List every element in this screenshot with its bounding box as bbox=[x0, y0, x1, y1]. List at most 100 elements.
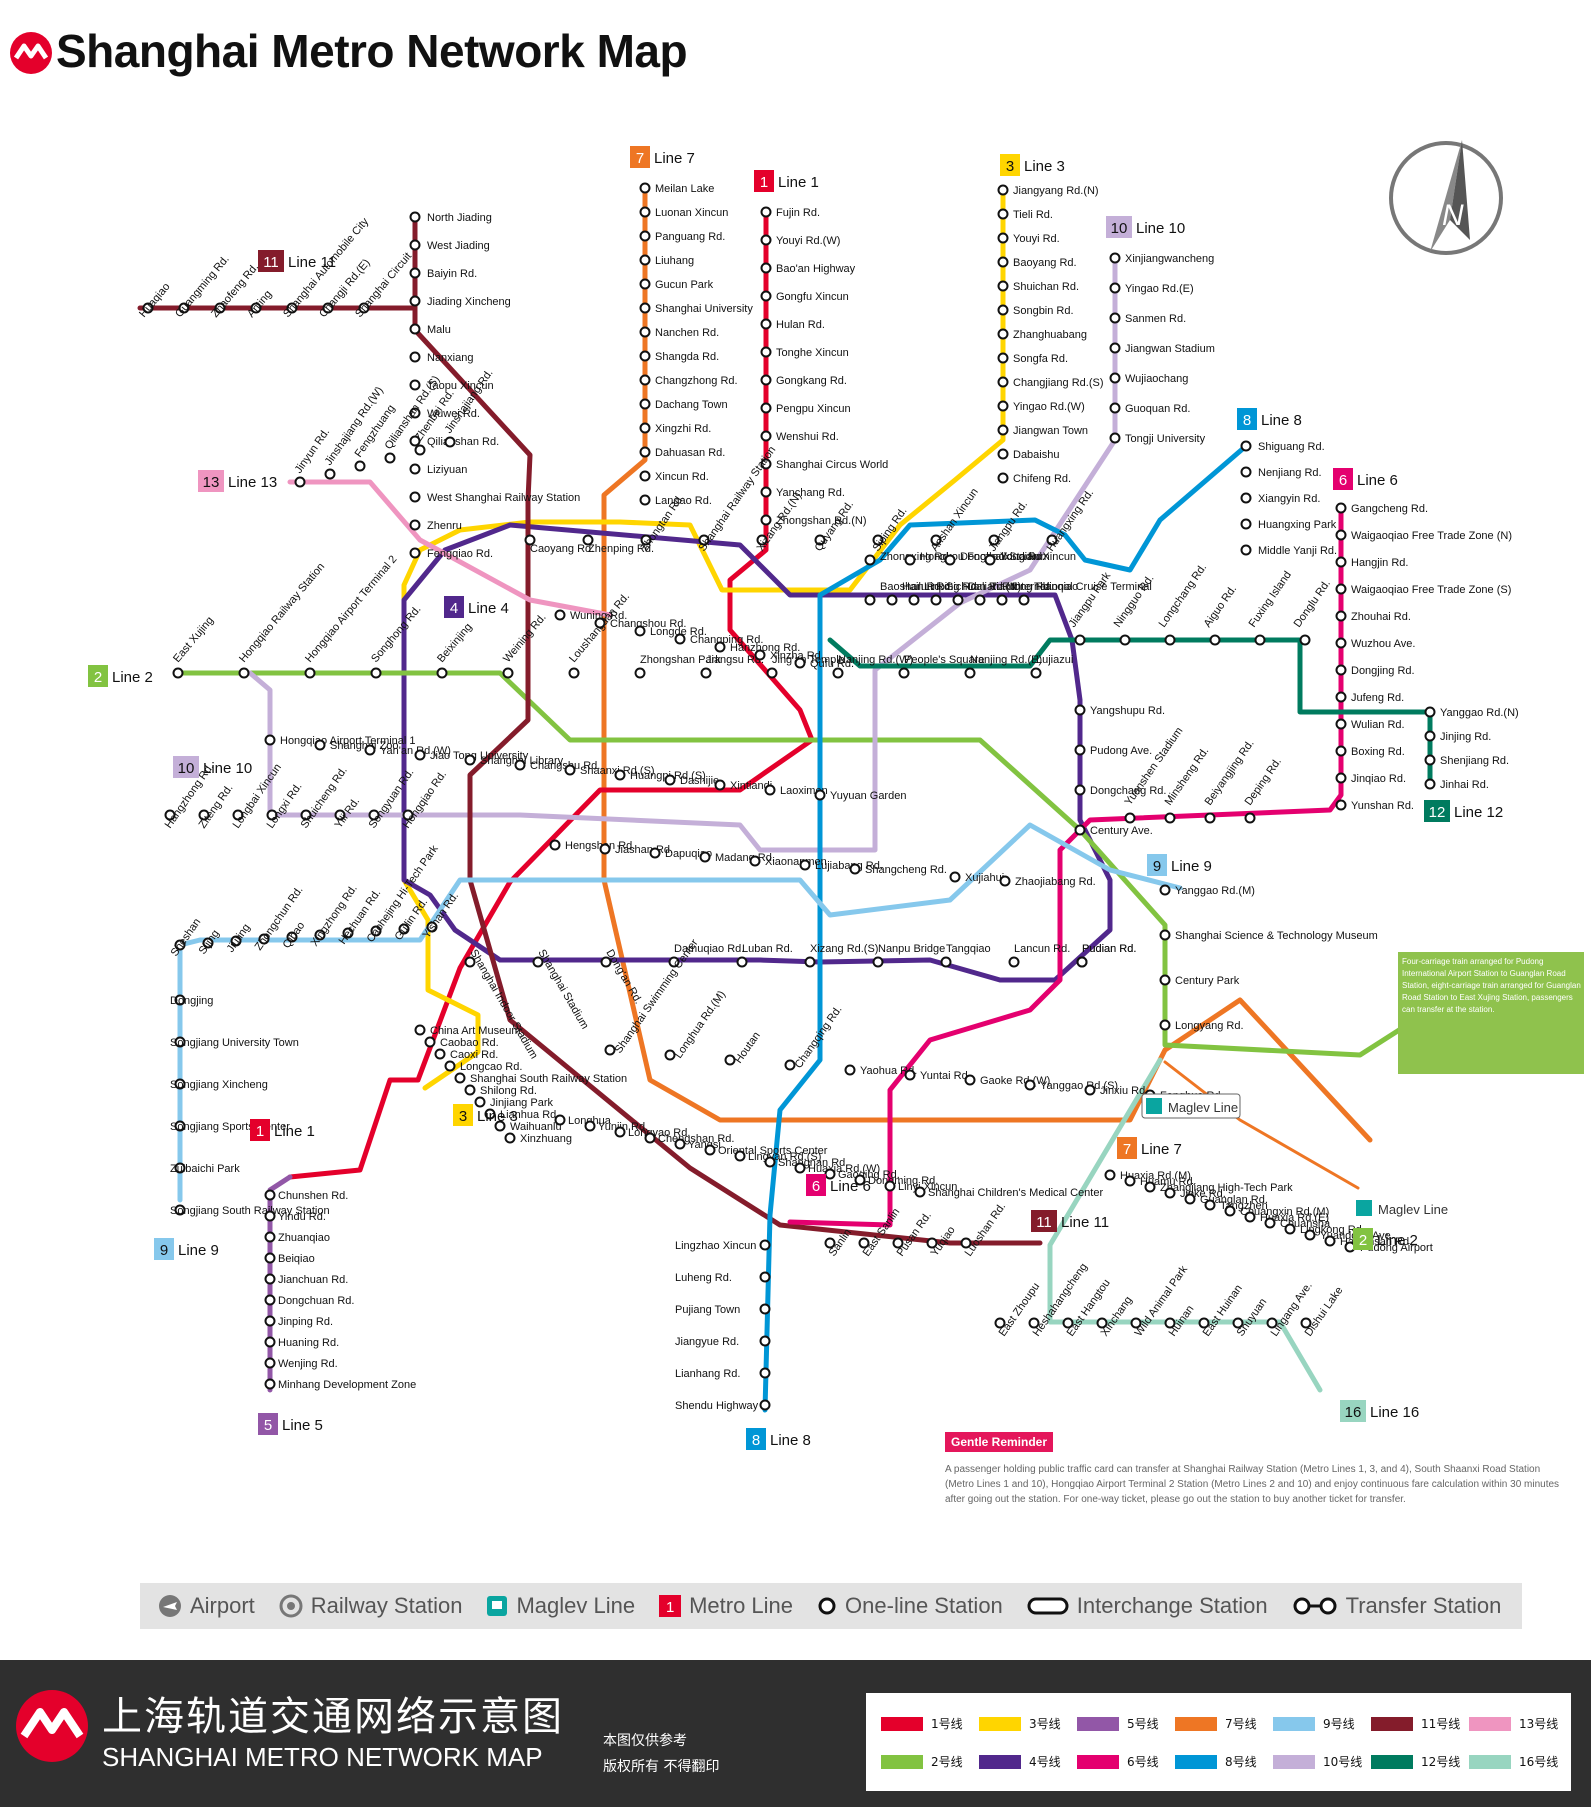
station-marker[interactable]: Zhenping Rd. bbox=[582, 534, 655, 556]
station-marker[interactable]: West Jiading bbox=[409, 239, 490, 252]
station-marker[interactable]: Yanggao Rd.(N) bbox=[1424, 706, 1519, 719]
station-marker[interactable]: Bao'an Highway bbox=[760, 262, 856, 275]
station-marker[interactable]: Zhongshan Park bbox=[634, 654, 722, 679]
station-marker[interactable]: Longyao Rd. bbox=[614, 1126, 691, 1139]
station-marker[interactable]: Yuyuan Garden bbox=[814, 789, 907, 802]
station-marker[interactable]: Gongkang Rd. bbox=[760, 374, 847, 387]
station-marker[interactable]: Shanghai South Railway Station bbox=[454, 1072, 628, 1085]
station-marker[interactable]: East Xujing bbox=[171, 615, 216, 679]
station-marker[interactable]: Donglu Rd. bbox=[1292, 578, 1333, 646]
station-marker[interactable]: Nanchen Rd. bbox=[639, 326, 720, 339]
station-marker[interactable]: Baoyang Rd. bbox=[997, 256, 1077, 269]
station-marker[interactable]: Yuntai Rd. bbox=[904, 1069, 971, 1082]
station-marker[interactable]: Longchang Rd. bbox=[1157, 562, 1210, 646]
station-marker[interactable]: Fengqiao Rd. bbox=[409, 547, 494, 560]
station-marker[interactable]: Lingzhao Xincun bbox=[675, 1239, 771, 1252]
station-marker[interactable]: Boxing Rd. bbox=[1335, 745, 1405, 758]
station-marker[interactable]: Jufeng Rd. bbox=[1335, 691, 1405, 704]
station-marker[interactable]: Yan'an Rd.(W) bbox=[364, 744, 451, 757]
station-marker[interactable]: Changping Rd. bbox=[674, 633, 764, 646]
station-marker[interactable]: Hanzhong Rd. bbox=[714, 641, 801, 654]
station-marker[interactable]: Tieli Rd. bbox=[997, 208, 1053, 221]
station-marker[interactable]: Luheng Rd. bbox=[675, 1271, 771, 1284]
station-marker[interactable]: Qilianshan Rd. bbox=[409, 435, 500, 448]
station-marker[interactable]: Huangxing Park bbox=[1240, 518, 1337, 531]
station-marker[interactable]: Lianhang Rd. bbox=[675, 1367, 771, 1380]
station-marker[interactable]: China Art Museum bbox=[414, 1024, 521, 1037]
station-marker[interactable]: Yaohua Rd. bbox=[844, 1064, 918, 1077]
station-marker[interactable]: Fuxing Island bbox=[1247, 569, 1294, 646]
station-marker[interactable]: Tongji University bbox=[1109, 432, 1206, 445]
station-marker[interactable]: Hangjin Rd. bbox=[1335, 556, 1409, 569]
station-marker[interactable]: Oriental Sports Center bbox=[704, 1144, 828, 1157]
station-marker[interactable]: Middle Yanji Rd. bbox=[1240, 544, 1338, 557]
station-marker[interactable]: Songbin Rd. bbox=[997, 304, 1074, 317]
station-marker[interactable]: Shenjiang Rd. bbox=[1424, 754, 1510, 767]
station-marker[interactable]: Wujiaochang bbox=[1109, 372, 1189, 385]
station-marker[interactable]: Xincun Rd. bbox=[639, 470, 709, 483]
station-marker[interactable]: Waihuanlu bbox=[494, 1120, 562, 1133]
station-marker[interactable]: Dahuasan Rd. bbox=[639, 446, 726, 459]
station-marker[interactable]: Shangda Rd. bbox=[639, 350, 720, 363]
station-marker[interactable]: Century Park bbox=[1159, 974, 1240, 987]
station-marker[interactable]: Yunshan Rd. bbox=[1335, 799, 1415, 812]
station-marker[interactable]: People's Square bbox=[898, 654, 985, 679]
station-marker[interactable]: Jiao Tong University bbox=[414, 749, 529, 762]
station-marker[interactable]: Dongchang Rd. bbox=[1074, 784, 1167, 797]
station-marker[interactable]: Changjiang Rd.(S) bbox=[997, 376, 1104, 389]
station-marker[interactable]: Dongchuan Rd. bbox=[264, 1294, 355, 1307]
station-marker[interactable]: Songhong Rd. bbox=[369, 603, 424, 679]
station-marker[interactable]: Waigaoqiao Free Trade Zone (N) bbox=[1335, 529, 1513, 542]
station-marker[interactable]: Dabaishu bbox=[997, 448, 1060, 461]
station-marker[interactable]: Linping Rd. bbox=[908, 581, 980, 606]
station-marker[interactable]: Lujiazui bbox=[1030, 654, 1074, 679]
station-marker[interactable]: Jiangpu Rd. bbox=[987, 499, 1031, 554]
station-marker[interactable]: Zhanghuabang bbox=[997, 328, 1088, 341]
station-marker[interactable]: Loushanguan Rd. bbox=[567, 591, 632, 679]
station-marker[interactable]: Wuzhou Ave. bbox=[1335, 637, 1416, 650]
station-marker[interactable]: Chunshen Rd. bbox=[264, 1189, 349, 1202]
station-marker[interactable]: Xintiandi bbox=[714, 779, 773, 792]
station-marker[interactable]: Xingzhi Rd. bbox=[639, 422, 712, 435]
station-marker[interactable]: Xujiahui bbox=[949, 871, 1005, 884]
station-marker[interactable]: Weining Rd. bbox=[501, 611, 549, 679]
station-marker[interactable]: Caoyang Rd. bbox=[524, 534, 595, 556]
station-marker[interactable]: Jinhai Rd. bbox=[1424, 778, 1489, 791]
station-marker[interactable]: Pujiang Town bbox=[675, 1303, 771, 1316]
station-marker[interactable]: Jiading Xincheng bbox=[409, 295, 511, 308]
station-marker[interactable]: North Jiading bbox=[409, 211, 492, 224]
station-marker[interactable]: Pudong Airport bbox=[1344, 1241, 1433, 1254]
station-marker[interactable]: Pudian Rd. bbox=[1076, 943, 1137, 968]
station-marker[interactable]: Lancun Rd. bbox=[1008, 943, 1071, 968]
station-marker[interactable]: Baoshan Rd. bbox=[864, 581, 944, 606]
station-marker[interactable]: Jinqiao Rd. bbox=[1335, 772, 1407, 785]
station-marker[interactable]: Zhongshan Rd.(N) bbox=[760, 514, 867, 527]
station-marker[interactable]: Zuibaichi Park bbox=[170, 1162, 240, 1175]
station-marker[interactable]: Shangcheng Rd. bbox=[849, 863, 947, 876]
station-marker[interactable]: Youyi Rd.(W) bbox=[760, 234, 841, 247]
station-marker[interactable]: Shilong Rd. bbox=[464, 1084, 537, 1097]
station-marker[interactable]: Yanggao Rd.(S) bbox=[1024, 1079, 1119, 1092]
station-marker[interactable]: Damuqiao Rd. bbox=[668, 943, 745, 968]
station-marker[interactable]: Xinzhuang bbox=[504, 1132, 573, 1145]
station-marker[interactable]: Xiaonanmen bbox=[749, 855, 827, 868]
station-marker[interactable]: Caoxi Rd. bbox=[434, 1048, 499, 1061]
station-marker[interactable]: Pengpu Xincun bbox=[760, 402, 851, 415]
station-marker[interactable]: Jiangwan Stadium bbox=[1109, 342, 1215, 355]
station-marker[interactable]: Waigaoqiao Free Trade Zone (S) bbox=[1335, 583, 1512, 596]
station-marker[interactable]: Qibao bbox=[281, 920, 308, 951]
station-marker[interactable]: Qufu Rd. bbox=[794, 657, 855, 670]
station-marker[interactable]: Yunjin Rd. bbox=[584, 1120, 649, 1133]
station-marker[interactable]: Gucun Park bbox=[639, 278, 714, 291]
station-marker[interactable]: Changshou Rd. bbox=[594, 617, 687, 630]
station-marker[interactable]: Baiyin Rd. bbox=[409, 267, 478, 280]
station-marker[interactable]: Gangcheng Rd. bbox=[1335, 502, 1429, 515]
station-marker[interactable]: Tilanqiao bbox=[1018, 581, 1079, 606]
station-marker[interactable]: Zhongxing Rd. bbox=[864, 551, 952, 566]
station-marker[interactable]: Shanghai Circus World bbox=[760, 458, 889, 471]
station-marker[interactable]: Liuhang bbox=[639, 254, 695, 267]
station-marker[interactable]: Caobao Rd. bbox=[424, 1036, 499, 1049]
station-marker[interactable]: Jing'an Temple bbox=[766, 654, 845, 679]
station-marker[interactable]: Zhouhai Rd. bbox=[1335, 610, 1411, 623]
station-marker[interactable]: Shanghai University bbox=[639, 302, 754, 315]
